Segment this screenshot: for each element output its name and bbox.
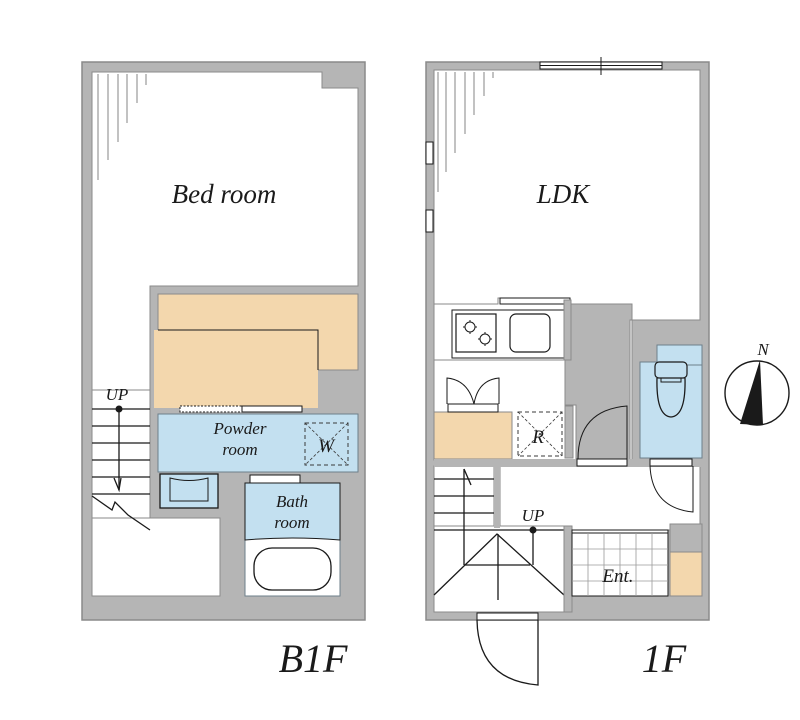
b1f-stairs bbox=[91, 405, 151, 531]
front-door[interactable] bbox=[476, 612, 539, 686]
bedroom-label: Bed room bbox=[172, 179, 277, 209]
side-window-2 bbox=[425, 209, 434, 233]
toilet-icon bbox=[654, 361, 688, 418]
bath-door bbox=[249, 474, 301, 484]
stove-icon bbox=[455, 313, 497, 353]
shoe-cabinet bbox=[669, 551, 703, 597]
kitchen-sink-icon bbox=[509, 313, 551, 353]
sliding-door bbox=[179, 405, 303, 413]
curtain-icon bbox=[97, 74, 147, 180]
1f-stair-floor bbox=[433, 525, 565, 613]
1f-up-label: UP bbox=[522, 506, 545, 525]
ldk-door bbox=[576, 405, 628, 467]
b1f-floor-label: B1F bbox=[279, 636, 348, 681]
bathtub-icon bbox=[253, 547, 332, 591]
north-label: N bbox=[756, 340, 770, 359]
bath-room-label-2: room bbox=[274, 513, 309, 532]
b1f-stair-floor bbox=[91, 389, 151, 536]
break-line bbox=[91, 495, 151, 531]
cupboard bbox=[433, 377, 513, 460]
floor-plan-1f: LDK R bbox=[425, 57, 710, 686]
powder-room bbox=[157, 413, 359, 473]
washer-space bbox=[304, 422, 349, 466]
entrance-hall-floor bbox=[499, 465, 701, 531]
powder-room-label-2: room bbox=[222, 440, 257, 459]
1f-stairs bbox=[433, 466, 565, 600]
b1f-up-label: UP bbox=[106, 385, 129, 404]
fridge-mark: R bbox=[531, 427, 544, 448]
washer-mark: W bbox=[318, 436, 336, 457]
entrance-tile bbox=[571, 529, 669, 597]
side-window-1 bbox=[425, 141, 434, 165]
b1f-lower-room-floor bbox=[91, 517, 221, 597]
entrance-label: Ent. bbox=[601, 566, 633, 587]
curtain-icon bbox=[437, 72, 494, 192]
sink-icon bbox=[159, 473, 219, 509]
kitchen-counter bbox=[451, 297, 572, 361]
ldk-label: LDK bbox=[536, 179, 592, 209]
fridge-space bbox=[517, 411, 563, 457]
1f-floor-label: 1F bbox=[642, 636, 687, 681]
closet-storage bbox=[154, 293, 359, 408]
floor-plan-b1f: Bed room UP Powder room bbox=[81, 61, 366, 681]
window bbox=[539, 57, 663, 75]
toilet-room bbox=[639, 344, 703, 459]
powder-room-label-1: Powder bbox=[213, 419, 267, 438]
compass-icon: N bbox=[724, 340, 790, 426]
bath-room-label-1: Bath bbox=[276, 492, 308, 511]
toilet-door bbox=[649, 458, 694, 513]
